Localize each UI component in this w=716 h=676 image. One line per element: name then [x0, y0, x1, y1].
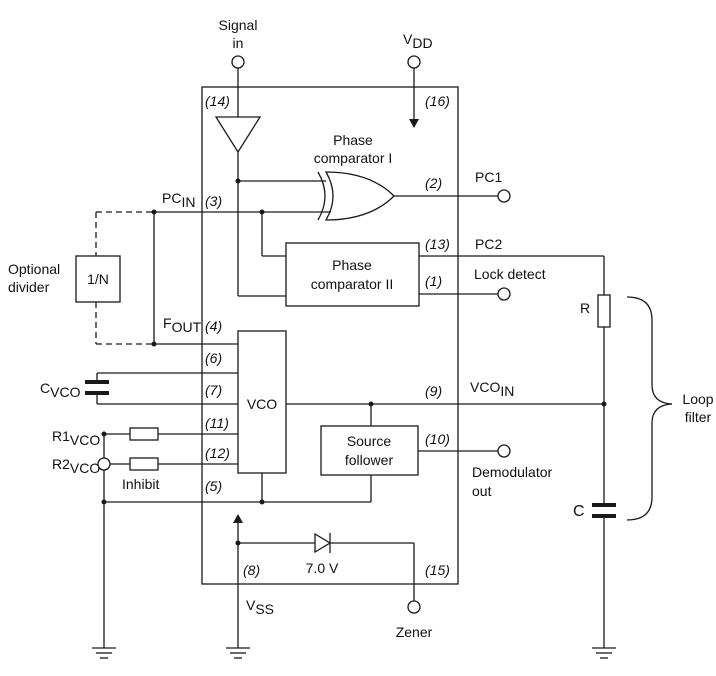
zener-label: Zener [396, 624, 433, 640]
pin-2: (2) [425, 175, 442, 191]
demod-terminal [497, 444, 511, 458]
pin-7: (7) [205, 382, 222, 398]
zener-terminal [407, 600, 421, 614]
zener-diode-body [314, 532, 332, 554]
ground-icon [592, 647, 616, 659]
divider-box-label: 1/N [87, 271, 109, 287]
r-label: R [580, 300, 590, 316]
r2vco-label: R2VCO [52, 456, 100, 476]
bottom-rail-dot-left [101, 499, 107, 505]
divider-box [75, 255, 121, 303]
vdd-label: VDD [403, 31, 433, 51]
ic-outline [201, 86, 459, 585]
pin-12: (12) [205, 445, 230, 461]
pc1-terminal [497, 189, 511, 203]
r1vco-label: R1VCO [52, 428, 100, 448]
pin-9: (9) [425, 383, 442, 399]
fout-label: FOUT [163, 315, 202, 335]
pin-15: (15) [425, 562, 450, 578]
pin-14: (14) [205, 93, 230, 109]
phase-comparator-2-box [285, 242, 420, 307]
optional-divider-label: Optional [8, 261, 60, 277]
demodulator-out-label-2: out [472, 483, 492, 499]
optional-divider-label-2: divider [8, 279, 50, 295]
pin-10: (10) [425, 431, 450, 447]
pin-11: (11) [205, 415, 229, 431]
phase-comparator-2-label: Phase [332, 257, 372, 273]
resistor-r [597, 294, 611, 328]
loop-filter-brace [626, 296, 673, 521]
pin-5: (5) [205, 478, 222, 494]
vss-arrow-icon [233, 514, 243, 523]
resistor-r1vco [129, 427, 159, 441]
vcoin-label: VCOIN [470, 379, 514, 399]
inhibit-label: Inhibit [122, 476, 159, 492]
xor-gate-extra-arc [317, 171, 326, 221]
pin-4: (4) [205, 318, 222, 334]
zener-voltage-label: 7.0 V [306, 560, 339, 576]
pc2-label: PC2 [475, 236, 502, 252]
vss-label: VSS [246, 597, 274, 617]
vco-box [237, 330, 287, 474]
loop-filter-label-2: filter [685, 409, 712, 425]
loop-filter-label: Loop [682, 391, 713, 407]
pin-6: (6) [205, 350, 222, 366]
ground-icon [226, 647, 250, 659]
lock-detect-terminal [497, 287, 511, 301]
signal-in-label: Signal [219, 17, 258, 33]
resistor-r2vco [129, 457, 159, 471]
pcin-label: PCIN [162, 190, 195, 210]
r2vco-terminal [97, 457, 111, 471]
pin-16: (16) [425, 93, 450, 109]
xor-gate-body [324, 171, 395, 221]
pc1-label: PC1 [475, 169, 502, 185]
pin-3: (3) [205, 193, 222, 209]
vdd-terminal [407, 55, 421, 69]
input-buffer-triangle [214, 116, 262, 154]
pin-1: (1) [425, 273, 442, 289]
signal-in-label-2: in [233, 35, 244, 51]
source-follower-label: Source [347, 433, 392, 449]
phase-comparator-1-label: Phase [333, 132, 373, 148]
signal-in-terminal [231, 55, 245, 69]
source-follower-box [320, 425, 419, 476]
c-label: C [573, 503, 585, 520]
vdd-arrow-icon [409, 119, 419, 128]
source-follower-label-2: follower [345, 452, 394, 468]
phase-comparator-2-label-2: comparator II [311, 276, 393, 292]
demodulator-out-label: Demodulator [472, 464, 552, 480]
lock-detect-label: Lock detect [474, 266, 546, 282]
pin-13: (13) [425, 236, 450, 252]
cvco-label: CVCO [40, 380, 81, 400]
vco-label: VCO [247, 396, 277, 412]
phase-comparator-1-label-2: comparator I [314, 150, 393, 166]
pin-8: (8) [243, 562, 260, 578]
ground-icon [92, 647, 116, 659]
